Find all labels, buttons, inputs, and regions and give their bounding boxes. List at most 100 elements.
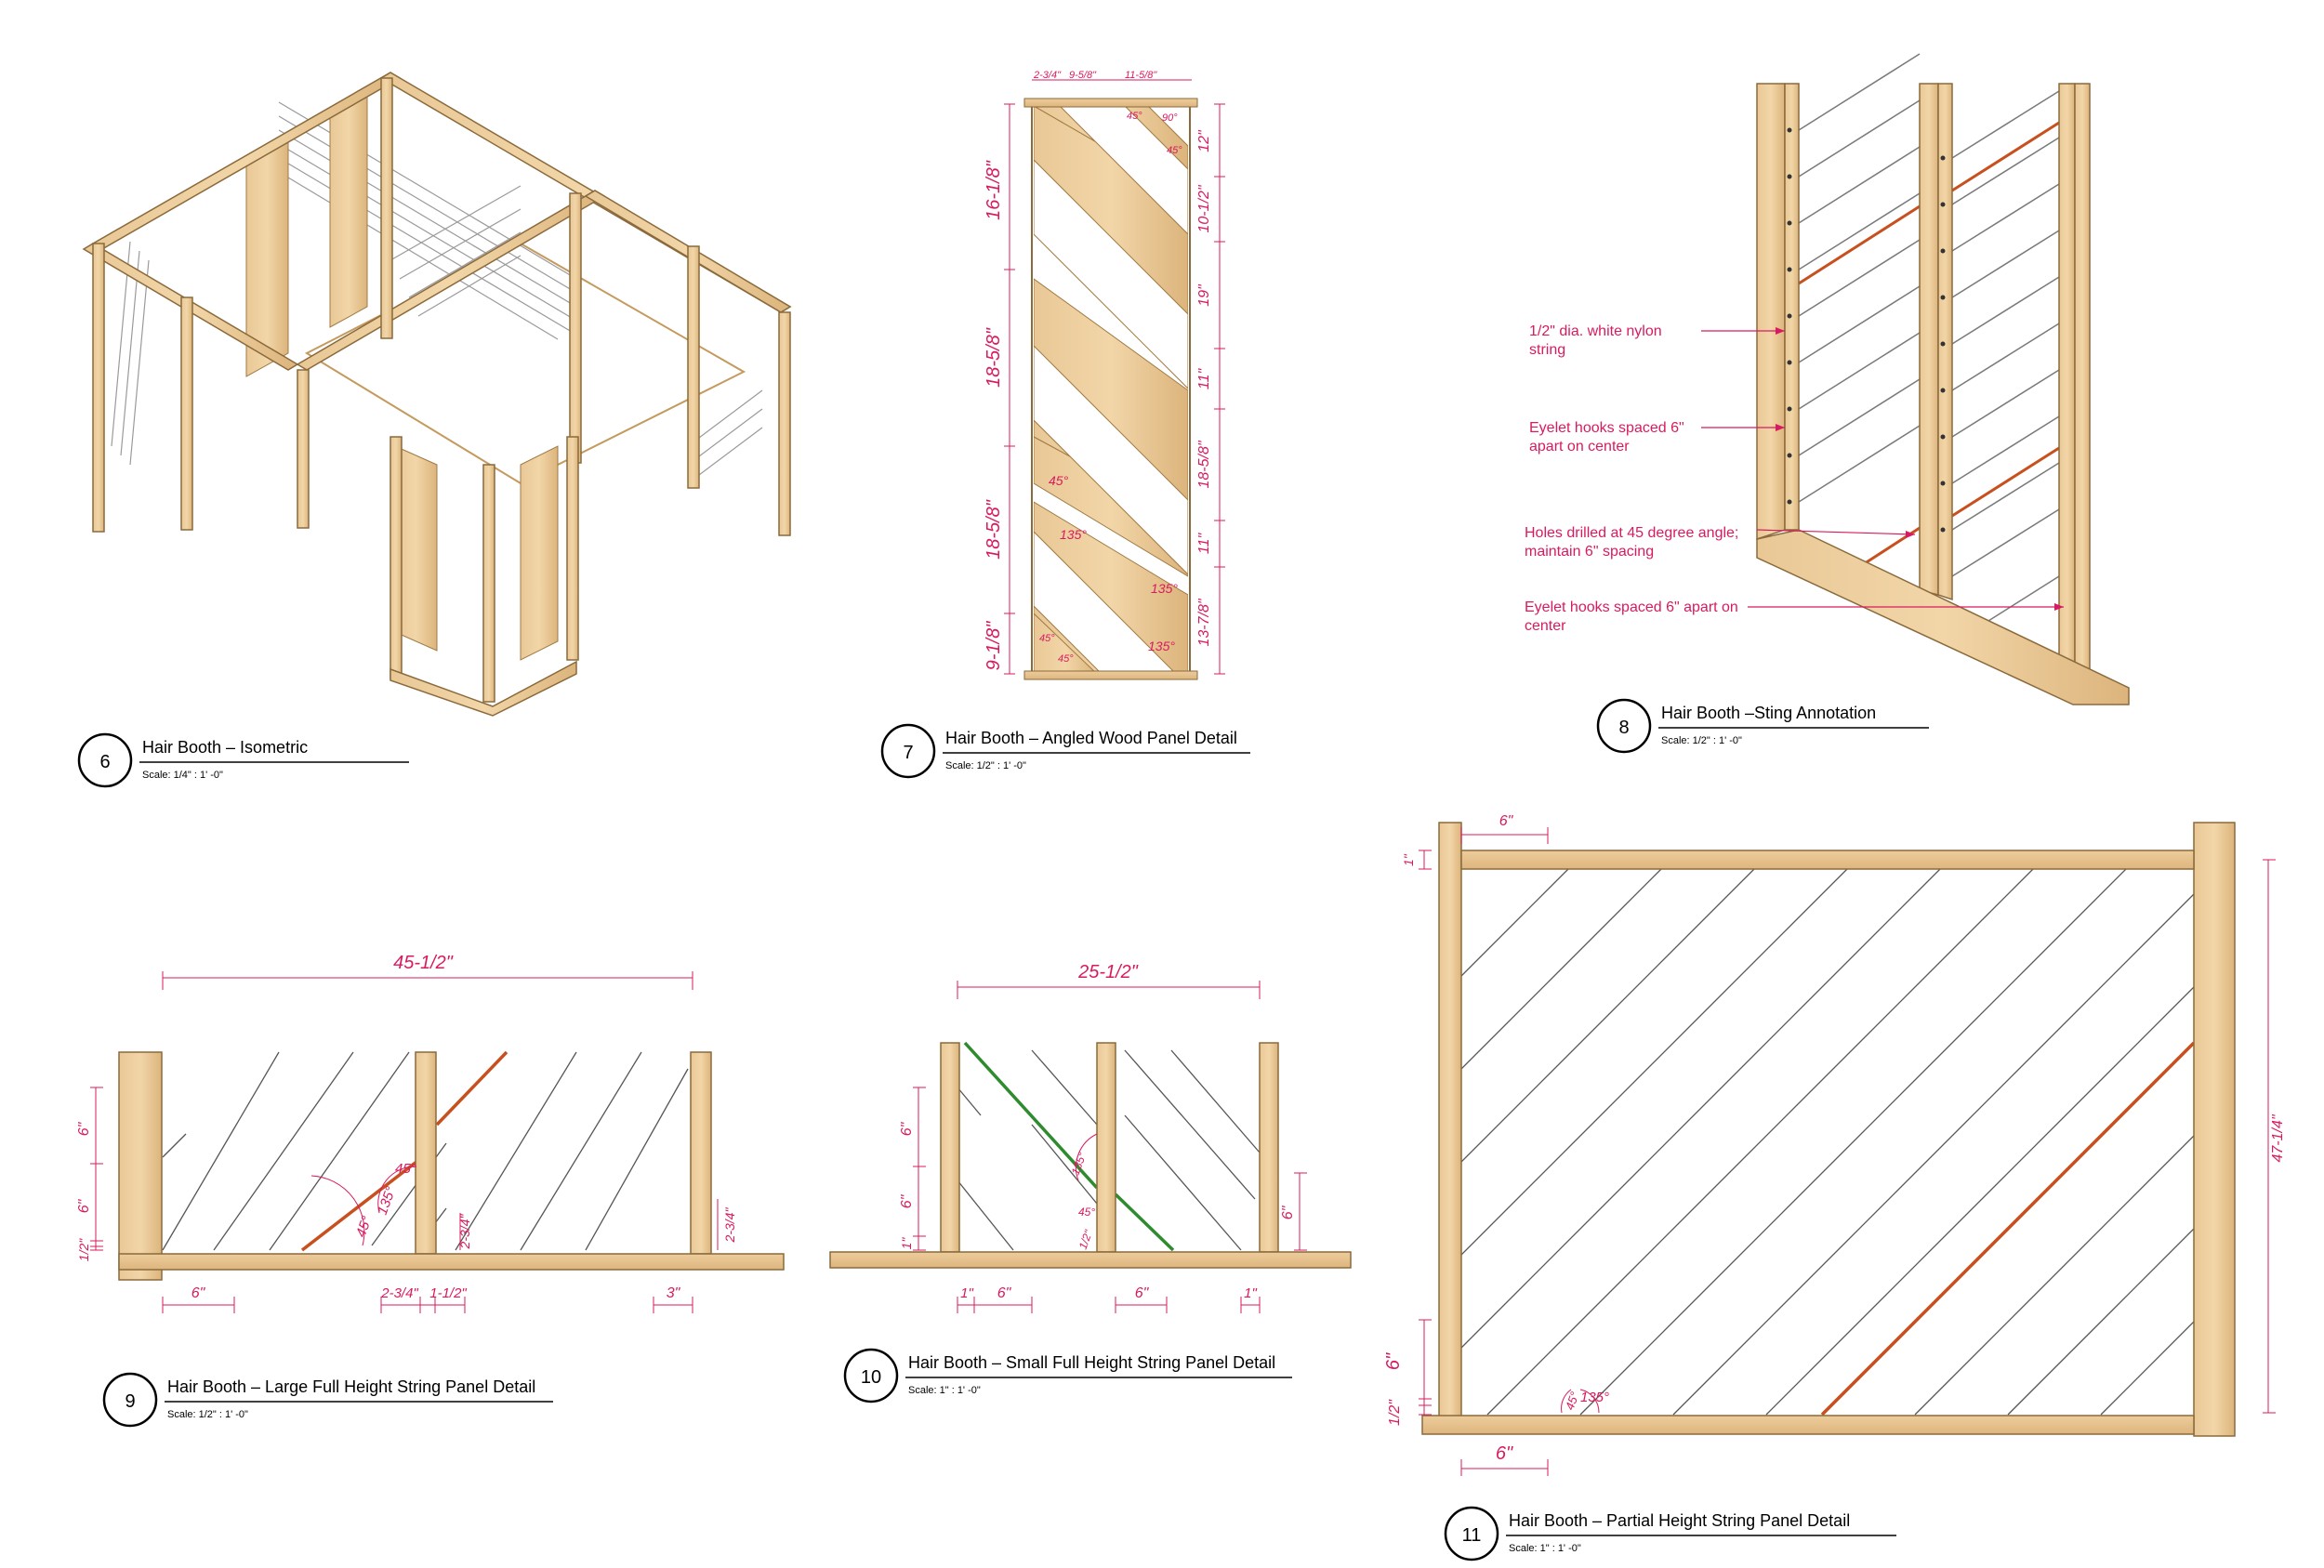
v11-dim-bottom: 6" (1496, 1443, 1513, 1464)
view-10-title: Hair Booth – Small Full Height String Pa… (908, 1353, 1275, 1372)
v7-dim-left-a: 16-1/8" (984, 160, 1004, 220)
v8-post-2 (1919, 83, 1939, 596)
v11-dim-left-b: 1/2" (1387, 1399, 1403, 1426)
v11-post-left (1438, 822, 1462, 1432)
v10-dim-left-b: 6" (899, 1193, 915, 1208)
v10-post-right (1259, 1042, 1279, 1253)
v9-angle-c: 45° (353, 1214, 376, 1239)
view-6-isometric (82, 72, 792, 717)
view-6-number: 6 (99, 752, 110, 772)
iso-wood-panels (245, 90, 559, 661)
v8-post-2-side (1937, 83, 1953, 601)
view-7-number-circle (880, 723, 936, 779)
v11-top-rail (1460, 850, 2195, 870)
v9-dim-mid-h: 2-3/4" (457, 1214, 472, 1250)
view-7-scale: Scale: 1/2" : 1' -0" (945, 760, 1026, 771)
view-8-title-block: 8 Hair Booth –Sting Annotation Scale: 1/… (1596, 698, 1929, 754)
v7-dim-top-b: 9-5/8" (1069, 70, 1097, 81)
v7-dim-right-a: 12" (1196, 129, 1212, 152)
v8-orange-strings (1798, 121, 2060, 569)
v9-dim-bottom-a: 6" (191, 1285, 206, 1301)
view-8-scale: Scale: 1/2" : 1' -0" (1661, 735, 1742, 746)
view-9-title: Hair Booth – Large Full Height String Pa… (167, 1377, 535, 1396)
v7-angle-7: 45° (1039, 633, 1055, 644)
view-10-scale: Scale: 1" : 1' -0" (908, 1385, 981, 1396)
v8-post-1-side (1784, 83, 1800, 531)
view-11-scale: Scale: 1" : 1' -0" (1509, 1543, 1581, 1554)
v9-orange-string (300, 1160, 418, 1252)
view-7-title: Hair Booth – Angled Wood Panel Detail (945, 729, 1237, 747)
v10-dim-bottom-c: 6" (1135, 1285, 1150, 1301)
view-6-title: Hair Booth – Isometric (142, 738, 308, 757)
v11-post-right (2193, 822, 2236, 1437)
v9-orange-string-2 (435, 1050, 508, 1127)
floor-plane (304, 242, 746, 485)
view-8-number: 8 (1618, 718, 1629, 738)
v8-note-holes-1: Holes drilled at 45 degree angle; (1525, 525, 1738, 541)
v10-dim-width: 25-1/2" (1077, 962, 1139, 982)
iso-strings (111, 101, 763, 484)
v10-dim-right-h: 6" (1280, 1205, 1296, 1219)
v8-post-3-side (2074, 83, 2091, 693)
v11-dim-left-a: 6" (1383, 1352, 1404, 1370)
v7-dim-right-f: 11" (1196, 533, 1212, 555)
v9-dim-bottom-b: 2-3/4" (380, 1285, 418, 1301)
v7-angle-3: 45° (1167, 145, 1182, 156)
v9-dim-bottom-d: 3" (667, 1285, 681, 1301)
v7-dim-top-c: 11-5/8" (1125, 70, 1157, 81)
v8-note-eyelet-center-1: Eyelet hooks spaced 6" apart on (1525, 600, 1738, 615)
v11-orange-string (1820, 1041, 2196, 1416)
v9-post-mid (415, 1051, 437, 1255)
view-11-title: Hair Booth – Partial Height String Panel… (1509, 1511, 1850, 1530)
v10-green-string-2 (1114, 1192, 1175, 1252)
view-11-partial-string-panel: 6" 1" 47-1/4" 6" 1/2" 6" 45° 135° (1383, 813, 2286, 1476)
view-6-scale: Scale: 1/4" : 1' -0" (142, 770, 223, 781)
v7-angle-1: 45° (1127, 111, 1142, 122)
v7-board-6 (1034, 613, 1098, 674)
v11-dim-right-h: 47-1/4" (2270, 1113, 2286, 1162)
v8-note-holes-2: maintain 6" spacing (1525, 544, 1654, 560)
v11-angle-b: 135° (1580, 1390, 1609, 1405)
v7-angle-9: 135° (1148, 639, 1175, 653)
v7-angle-8: 45° (1058, 653, 1074, 665)
view-8-string-annotation: 1/2" dia. white nylon string Eyelet hook… (1525, 53, 2130, 705)
view-10-number-circle (843, 1348, 899, 1403)
v8-note-eyelet-center-2: center (1525, 618, 1566, 634)
v9-bottom-plate (118, 1253, 785, 1271)
v8-note-string-1: 1/2" dia. white nylon (1529, 323, 1662, 339)
view-8-number-circle (1596, 698, 1652, 754)
view-9-number: 9 (125, 1391, 135, 1412)
v8-eyelets (1787, 127, 1946, 533)
v7-angle-4: 45° (1049, 473, 1069, 488)
v7-angle-2: 90° (1162, 112, 1178, 124)
v10-dim-bottom-d: 1" (1244, 1285, 1257, 1301)
view-9-title-block: 9 Hair Booth – Large Full Height String … (102, 1372, 553, 1428)
v11-strings (1461, 869, 2194, 1416)
view-9-number-circle (102, 1372, 158, 1428)
view-11-title-block: 11 Hair Booth – Partial Height String Pa… (1444, 1506, 1896, 1561)
view-7-number: 7 (903, 743, 913, 763)
v8-post-3 (2058, 83, 2076, 694)
v10-post-mid (1096, 1042, 1116, 1253)
v9-post-right (690, 1051, 712, 1255)
v7-dim-right-g: 13-7/8" (1196, 598, 1212, 646)
v7-dim-left-b: 18-5/8" (984, 327, 1004, 388)
view-6-number-circle (77, 732, 133, 788)
v10-dim-bottom-b: 6" (997, 1285, 1012, 1301)
v9-dim-bottom-c: 1-1/2" (429, 1285, 467, 1301)
v10-dim-left-c: 1" (899, 1237, 914, 1250)
v9-dim-left-a: 6" (76, 1121, 92, 1136)
v10-dim-bottom-a: 1" (960, 1285, 973, 1301)
iso-frame (82, 72, 792, 717)
v8-note-eyelet-1: Eyelet hooks spaced 6" (1529, 420, 1684, 436)
v7-angle-5: 135° (1060, 527, 1087, 542)
v10-green-string (963, 1041, 1099, 1190)
v9-dim-width: 45-1/2" (393, 953, 454, 973)
v8-strings (1798, 53, 2060, 633)
v10-post-left (940, 1042, 960, 1253)
v11-dim-top: 6" (1499, 813, 1514, 829)
view-7-title-block: 7 Hair Booth – Angled Wood Panel Detail … (880, 723, 1250, 779)
v10-angle-a: 135° (1069, 1151, 1089, 1177)
v8-note-eyelet-2: apart on center (1529, 439, 1630, 455)
v9-post-left (118, 1051, 163, 1281)
